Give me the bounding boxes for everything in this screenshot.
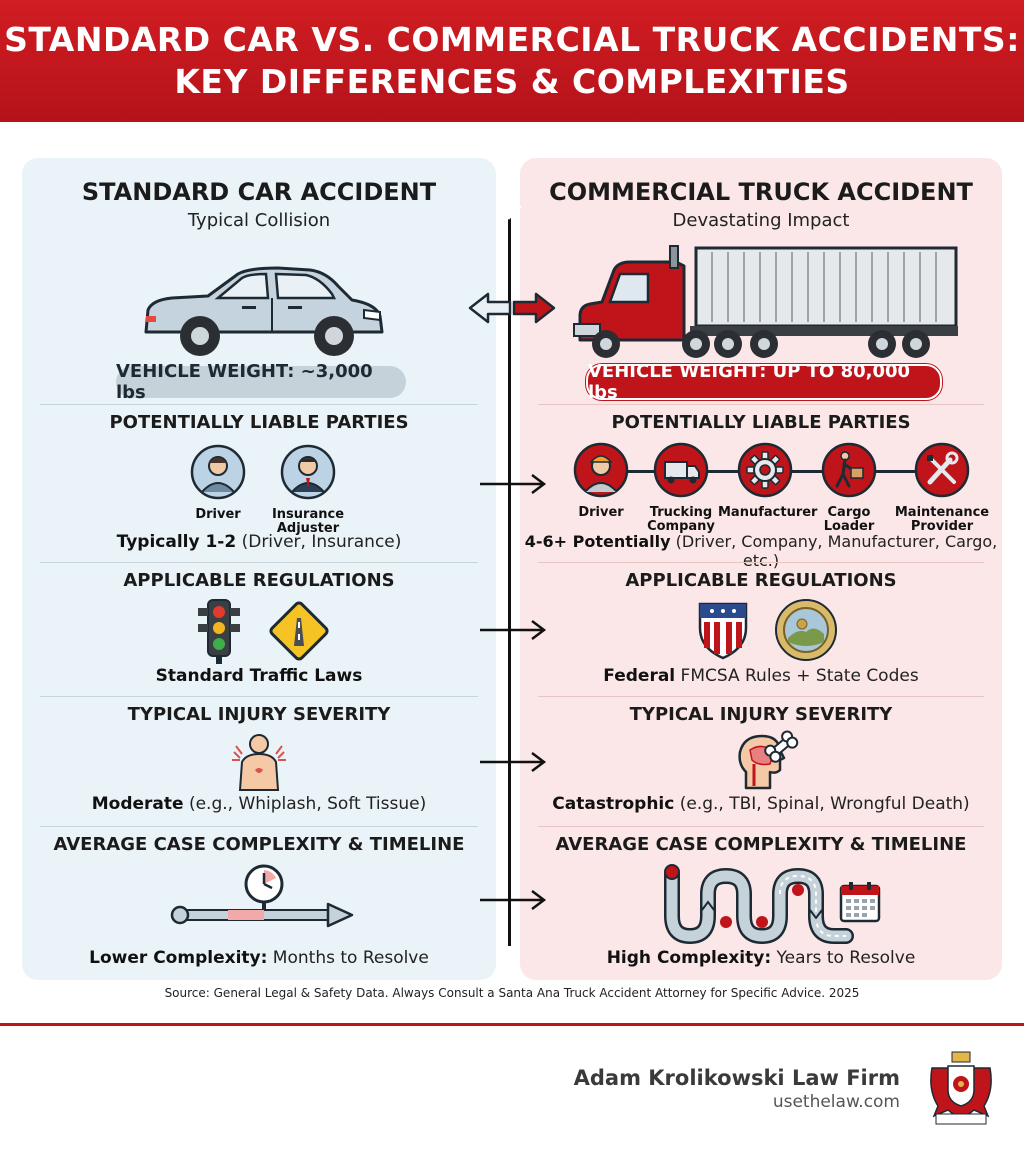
car-complexity-detail: Months to Resolve — [267, 948, 429, 968]
truck-injury-caption: Catastrophic (e.g., TBI, Spinal, Wrongfu… — [520, 794, 1002, 814]
truck-injury-title: TYPICAL INJURY SEVERITY — [629, 704, 893, 725]
car-injury-detail: (e.g., Whiplash, Soft Tissue) — [183, 794, 427, 814]
car-liable-detail: (Driver, Insurance) — [236, 532, 402, 552]
party-maintenance-provider: Maintenance Provider — [892, 442, 992, 534]
party-cargo-loader: Cargo Loader — [816, 442, 882, 534]
truck-injury-detail: (e.g., TBI, Spinal, Wrongful Death) — [674, 794, 970, 814]
party-manufacturer: Manufacturer — [718, 442, 818, 520]
source-note: Source: General Legal & Safety Data. Alw… — [164, 986, 860, 1000]
car-weight-badge: VEHICLE WEIGHT: ~3,000 lbs — [116, 361, 406, 403]
torso-pain-icon — [232, 734, 286, 791]
truck-regulations-federal: Federal — [603, 666, 676, 686]
center-divider — [508, 218, 511, 946]
party-driver-label: Driver — [195, 507, 241, 522]
car-regulations-text: Standard Traffic Laws — [155, 666, 363, 686]
footer-rule — [0, 1023, 1024, 1026]
truck-company-icon — [653, 442, 709, 498]
calendar-icon — [839, 882, 881, 923]
adjuster-person-icon — [280, 444, 336, 500]
arrow-right-icon — [480, 752, 547, 772]
truck-separator-4 — [538, 826, 984, 827]
truck-liable-title: POTENTIALLY LIABLE PARTIES — [611, 412, 911, 433]
car-complexity-level: Lower Complexity: — [89, 948, 268, 968]
party-driver: Driver — [186, 444, 250, 522]
road-sign-icon — [269, 601, 329, 661]
car-regulations-caption: Standard Traffic Laws — [22, 666, 496, 686]
arrow-right-icon — [480, 474, 547, 494]
arrow-right-icon — [480, 890, 547, 910]
truck-liable-detail: (Driver, Company, Manufacturer, Cargo, e… — [670, 532, 998, 570]
truck-regulations-caption: Federal FMCSA Rules + State Codes — [520, 666, 1002, 686]
party-truck-driver-label: Driver — [578, 505, 624, 520]
truck-injury-level: Catastrophic — [552, 794, 675, 814]
truck-panel-title: COMMERCIAL TRUCK ACCIDENT — [549, 178, 973, 206]
short-timeline-icon — [170, 864, 354, 928]
semi-truck-icon — [573, 245, 958, 358]
header-title-line2: KEY DIFFERENCES & COMPLEXITIES — [174, 62, 850, 101]
truck-complexity-caption: High Complexity: Years to Resolve — [520, 948, 1002, 968]
truck-regulations-title: APPLICABLE REGULATIONS — [625, 570, 897, 591]
winding-road-icon — [664, 864, 854, 945]
party-company-label: Trucking Company — [647, 505, 715, 534]
firm-branding: Adam Krolikowski Law Firm usethelaw.com — [574, 1066, 900, 1112]
car-complexity-title: AVERAGE CASE COMPLEXITY & TIMELINE — [53, 834, 465, 855]
sedan-car-icon — [144, 266, 384, 356]
car-separator-4 — [40, 826, 478, 827]
party-insurance-adjuster: Insurance Adjuster — [266, 444, 350, 536]
car-liable-caption: Typically 1-2 (Driver, Insurance) — [22, 532, 496, 552]
truck-liable-count: 4-6+ Potentially — [524, 532, 671, 551]
head-bone-icon — [738, 730, 799, 790]
party-truck-driver: Driver — [568, 442, 634, 520]
car-injury-caption: Moderate (e.g., Whiplash, Soft Tissue) — [22, 794, 496, 814]
header-banner: STANDARD CAR VS. COMMERCIAL TRUCK ACCIDE… — [0, 0, 1024, 122]
driver-person-icon — [190, 444, 246, 500]
truck-liable-caption: 4-6+ Potentially (Driver, Company, Manuf… — [520, 532, 1002, 570]
truck-complexity-title: AVERAGE CASE COMPLEXITY & TIMELINE — [555, 834, 967, 855]
truck-separator-3 — [538, 696, 984, 697]
firm-url[interactable]: usethelaw.com — [772, 1092, 900, 1112]
cargo-loader-icon — [821, 442, 877, 498]
truck-weight-badge: VEHICLE WEIGHT: UP TO 80,000 lbs — [586, 361, 942, 403]
double-arrow-icon — [468, 292, 556, 324]
truck-panel-subtitle: Devastating Impact — [672, 210, 850, 231]
arrow-right-icon — [480, 620, 547, 640]
party-adjuster-label: Insurance Adjuster — [271, 507, 345, 536]
party-maintenance-label: Maintenance Provider — [894, 505, 990, 534]
divider-notch — [496, 194, 522, 220]
party-cargo-label: Cargo Loader — [823, 505, 875, 534]
truck-separator-1 — [538, 404, 984, 405]
car-injury-title: TYPICAL INJURY SEVERITY — [127, 704, 391, 725]
us-shield-icon — [698, 602, 748, 660]
car-injury-level: Moderate — [91, 794, 184, 814]
firm-name: Adam Krolikowski Law Firm — [573, 1066, 900, 1090]
car-panel-subtitle: Typical Collision — [187, 210, 331, 231]
party-manufacturer-label: Manufacturer — [718, 505, 818, 520]
header-title-line1: STANDARD CAR VS. COMMERCIAL TRUCK ACCIDE… — [4, 20, 1020, 59]
trucker-person-icon — [573, 442, 629, 498]
car-separator-2 — [40, 562, 478, 563]
state-seal-icon — [775, 599, 837, 661]
truck-regulations-detail: FMCSA Rules + State Codes — [675, 666, 919, 686]
truck-complexity-level: High Complexity: — [606, 948, 772, 968]
car-accident-panel: STANDARD CAR ACCIDENT Typical Collision … — [22, 158, 496, 980]
truck-complexity-detail: Years to Resolve — [771, 948, 916, 968]
car-panel-title: STANDARD CAR ACCIDENT — [81, 178, 437, 206]
car-separator-3 — [40, 696, 478, 697]
gear-icon — [737, 442, 793, 498]
truck-accident-panel: COMMERCIAL TRUCK ACCIDENT Devastating Im… — [520, 158, 1002, 980]
truck-separator-2 — [538, 562, 984, 563]
law-firm-crest-logo — [930, 1051, 992, 1125]
car-regulations-title: APPLICABLE REGULATIONS — [123, 570, 395, 591]
car-complexity-caption: Lower Complexity: Months to Resolve — [22, 948, 496, 968]
party-trucking-company: Trucking Company — [644, 442, 718, 534]
traffic-light-icon — [198, 599, 240, 664]
car-separator-1 — [40, 404, 478, 405]
car-liable-count: Typically 1-2 — [116, 532, 237, 552]
wrench-screwdriver-icon — [914, 442, 970, 498]
car-liable-title: POTENTIALLY LIABLE PARTIES — [109, 412, 409, 433]
